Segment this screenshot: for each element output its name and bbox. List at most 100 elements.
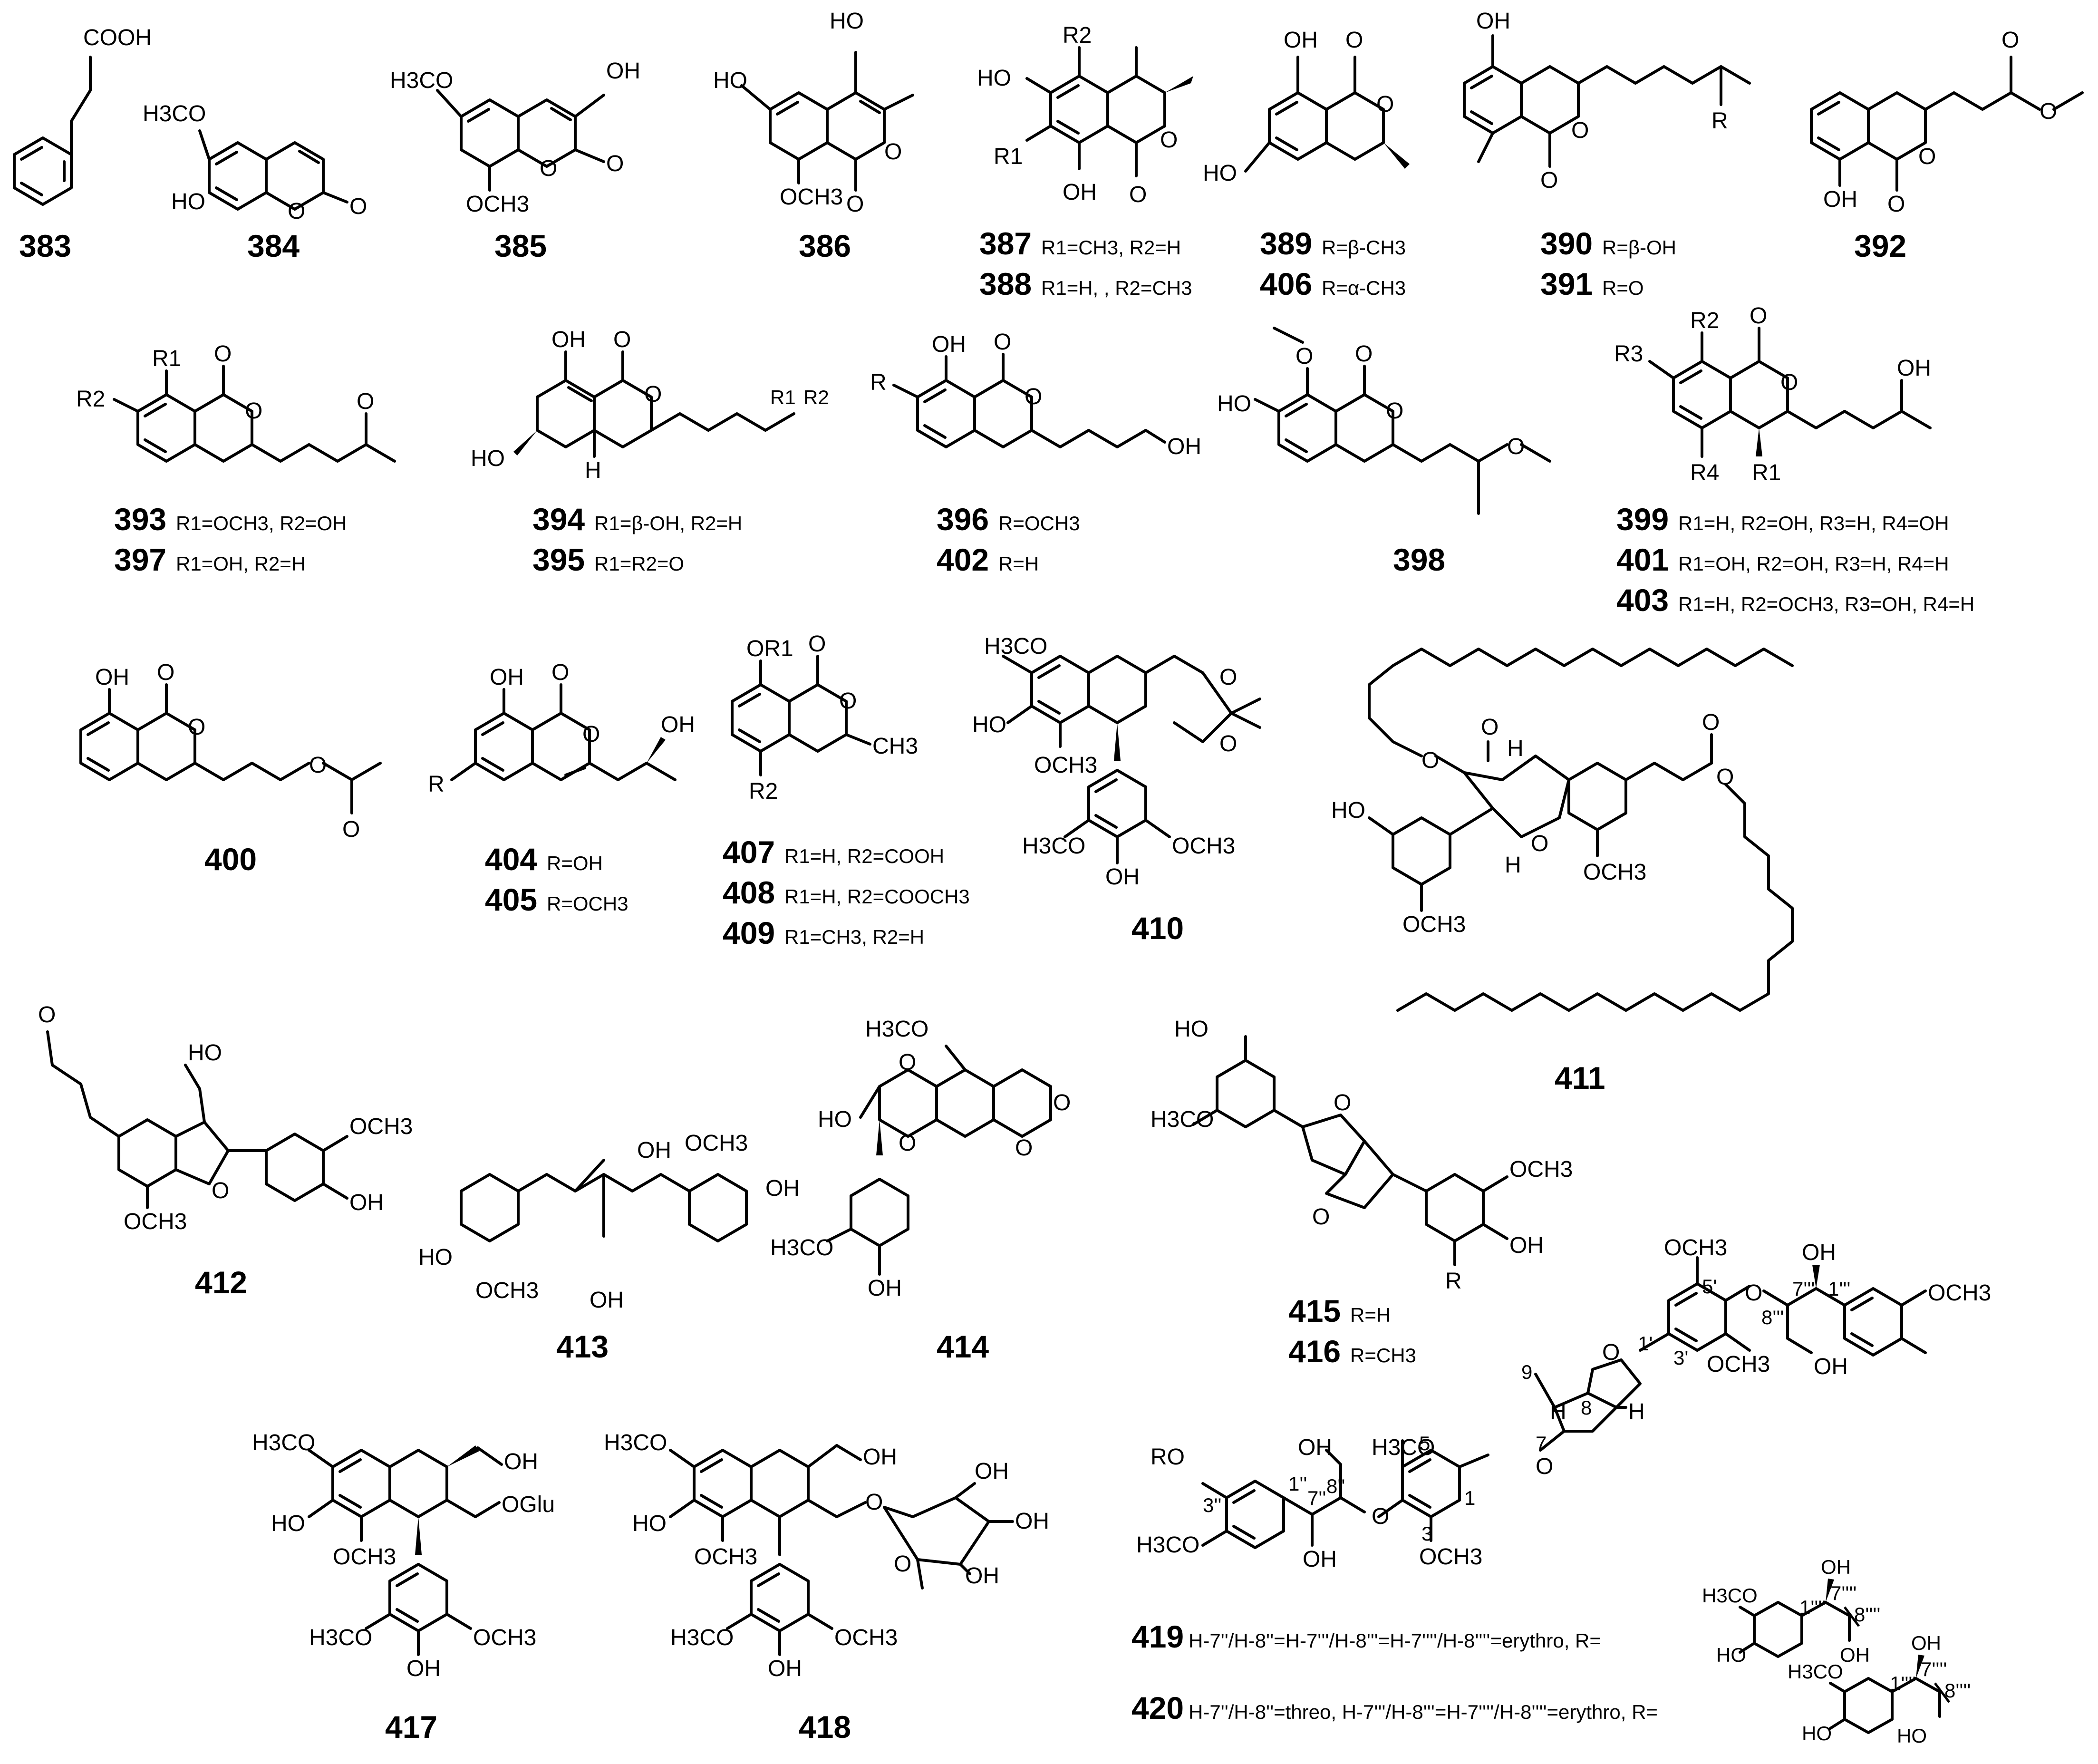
label-r-fragment-8: 8'''' — [1854, 1603, 1880, 1626]
compound-number: 404 — [485, 842, 537, 877]
label-oh-top-middle: OH — [637, 1138, 671, 1163]
label-acetal-o-1: O — [1219, 665, 1237, 690]
label-h: H — [585, 458, 601, 483]
compound-412: O HO OCH3 O OH OCH3 412 — [38, 1002, 413, 1300]
label-aryl-och3: OCH3 — [834, 1625, 898, 1650]
label-oh-top: OH — [1802, 1240, 1836, 1265]
label-r-fragment-8: 8'''' — [1944, 1679, 1971, 1702]
label-ho: HO — [471, 446, 505, 471]
label-oh-right-side: OH — [1814, 1354, 1848, 1379]
label-aryl-oh: OH — [768, 1656, 802, 1681]
label-och3-bottom: OCH3 — [475, 1278, 539, 1303]
label-oh: OH — [1063, 180, 1097, 205]
label-carbonyl-o: O — [846, 192, 864, 217]
label-ho-top: HO — [830, 9, 864, 34]
compound-caption: R1=CH3, R2=H — [784, 926, 924, 948]
compound-409: 409 R1=CH3, R2=H — [723, 915, 924, 950]
label-ester-o: O — [1507, 434, 1525, 459]
compound-caption: R1=OCH3, R2=OH — [176, 512, 347, 534]
compound-414: H3CO O O O O HO H3CO OH 414 — [770, 1017, 1071, 1364]
label-position-7-triple-prime: 7''' — [1792, 1278, 1815, 1300]
compound-caption: R=β-CH3 — [1322, 236, 1406, 259]
compound-number: 408 — [723, 875, 775, 910]
compound-419: OCH3 OH OCH3 5' O 7''' 1''' 8''' 1' O 3'… — [1131, 1235, 1991, 1666]
label-position-1-double-prime: 1'' — [1288, 1473, 1307, 1495]
label-acetyl-o: O — [342, 817, 360, 842]
label-h-bottom: H — [1505, 853, 1521, 878]
label-r2: R2 — [76, 387, 105, 412]
label-ho: HO — [818, 1107, 852, 1132]
label-r-fragment-7: 7'''' — [1830, 1582, 1856, 1604]
label-ring-o: O — [540, 156, 557, 181]
label-position-5: 5 — [1419, 1432, 1430, 1454]
label-oh: OH — [1509, 1233, 1544, 1258]
label-furan-o-bottom: O — [1536, 1454, 1553, 1479]
label-aryl-och3: OCH3 — [1172, 834, 1235, 859]
label-och3: OCH3 — [333, 1544, 396, 1570]
label-ring-o: O — [884, 139, 902, 165]
compound-399: R2 R3 O O OH R4 R1 399 R1=H, R2=OH, R3=H… — [1614, 303, 1949, 537]
label-och3: OCH3 — [780, 184, 843, 210]
label-h-right: H — [1628, 1399, 1645, 1425]
compound-number: 403 — [1616, 582, 1669, 618]
label-oglu: OGlu — [502, 1492, 555, 1517]
compound-number: 388 — [979, 266, 1032, 301]
compound-number: 413 — [556, 1329, 609, 1364]
label-oh: OH — [504, 1449, 538, 1474]
compound-number: 394 — [532, 502, 585, 537]
label-r: R — [1711, 108, 1728, 134]
compound-caption: H-7''/H-8''=H-7'''/H-8'''=H-7''''/H-8'''… — [1189, 1629, 1601, 1652]
compound-397: 397 R1=OH, R2=H — [114, 542, 306, 577]
label-position-1-prime: 1' — [1638, 1332, 1653, 1355]
label-carbonyl-o: O — [808, 631, 826, 657]
compound-number: 402 — [937, 542, 989, 577]
compound-402: 402 R=H — [937, 542, 1039, 577]
label-ether-o-left: O — [1372, 1504, 1389, 1529]
compound-number: 392 — [1854, 228, 1906, 263]
label-r1: R1 — [1752, 460, 1781, 485]
label-carbonyl-o: O — [1053, 1090, 1071, 1115]
label-r-fragment-oh: OH — [1821, 1556, 1851, 1578]
label-carbonyl-o: O — [551, 660, 569, 685]
label-oh: OH — [606, 58, 640, 84]
compound-caption: R1=CH3, R2=H — [1041, 236, 1181, 259]
compound-384: H3CO HO O O 384 — [143, 101, 367, 263]
label-h3co: H3CO — [1151, 1107, 1214, 1132]
compound-number: 406 — [1260, 266, 1312, 301]
label-h3co: H3CO — [604, 1430, 667, 1455]
label-oh-bottom: OH — [1303, 1547, 1337, 1572]
label-glycosidic-o: O — [865, 1490, 883, 1515]
compound-number: 391 — [1540, 266, 1593, 301]
compound-caption: R=H — [1350, 1304, 1391, 1326]
compound-number: 385 — [494, 228, 547, 263]
label-acetal-o-2: O — [1219, 731, 1237, 756]
label-r3: R3 — [1614, 341, 1643, 367]
label-ring-o: O — [288, 199, 305, 224]
label-dioxane-o-2: O — [899, 1131, 916, 1156]
compound-number: 395 — [532, 542, 585, 577]
label-r-fragment-chain-ho: HO — [1897, 1725, 1927, 1747]
label-ho: HO — [1217, 391, 1251, 417]
label-acrylate-ester-o: O — [1716, 765, 1734, 790]
label-sugar-ring-o: O — [894, 1551, 911, 1577]
label-sugar-oh-2: OH — [1015, 1509, 1049, 1534]
compound-395: 395 R1=R2=O — [532, 542, 684, 577]
label-h3co: H3CO — [252, 1430, 315, 1455]
label-och3: OCH3 — [694, 1544, 757, 1570]
compound-number: 384 — [247, 228, 300, 263]
compound-number: 419 — [1131, 1619, 1184, 1654]
label-aryl-oh: OH — [868, 1276, 902, 1301]
label-och3-bottom: OCH3 — [124, 1209, 187, 1234]
label-r2: R2 — [1063, 23, 1092, 48]
label-aryl-oh: OH — [406, 1656, 441, 1681]
label-aryl-och3: OCH3 — [473, 1625, 536, 1650]
label-r2: R2 — [1690, 308, 1719, 333]
compound-416: 416 R=CH3 — [1288, 1334, 1416, 1369]
label-ester-o: O — [1421, 748, 1439, 773]
label-ring-o: O — [644, 382, 662, 407]
label-dioxane-o-1: O — [899, 1050, 916, 1075]
label-ho: HO — [271, 1511, 305, 1536]
compound-407: OR1 O O CH3 R2 407 R1=H, R2=COOH — [723, 631, 944, 870]
label-position-8-double-prime: 8'' — [1326, 1475, 1345, 1497]
compound-393: R1 R2 O O O 393 R1=OCH3, R2=OH — [76, 341, 396, 537]
